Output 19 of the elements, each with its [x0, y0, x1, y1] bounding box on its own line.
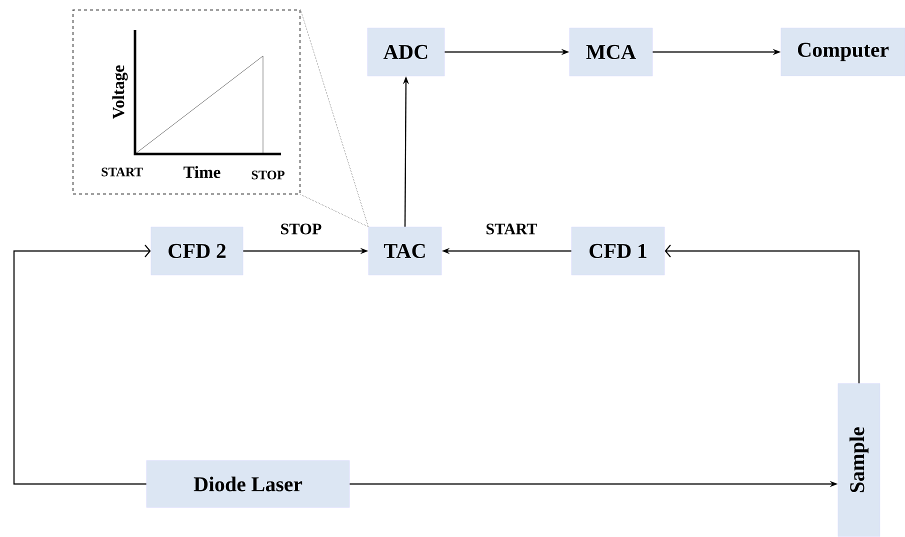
- edge-label: STOP: [279, 222, 323, 236]
- edge-label: START: [484, 222, 538, 236]
- axis-label: Voltage: [112, 65, 128, 119]
- process-box: TAC: [368, 226, 442, 276]
- process-box: Diode Laser: [146, 460, 350, 508]
- process-box: Computer: [780, 28, 905, 76]
- tick-label: STOP: [252, 170, 284, 180]
- process-box: CFD 2: [150, 226, 244, 276]
- process-box: ADC: [367, 28, 445, 76]
- tick-label: START: [102, 168, 143, 176]
- process-box: MCA: [569, 28, 653, 76]
- inset-box: [72, 10, 300, 194]
- process-box: Sample: [838, 383, 880, 537]
- axis-label: Time: [184, 166, 220, 178]
- leader-line: [300, 9, 369, 228]
- leader-line: [300, 194, 369, 228]
- process-box: CFD 1: [571, 226, 665, 276]
- arrow: [13, 244, 151, 485]
- arrow: [664, 244, 860, 384]
